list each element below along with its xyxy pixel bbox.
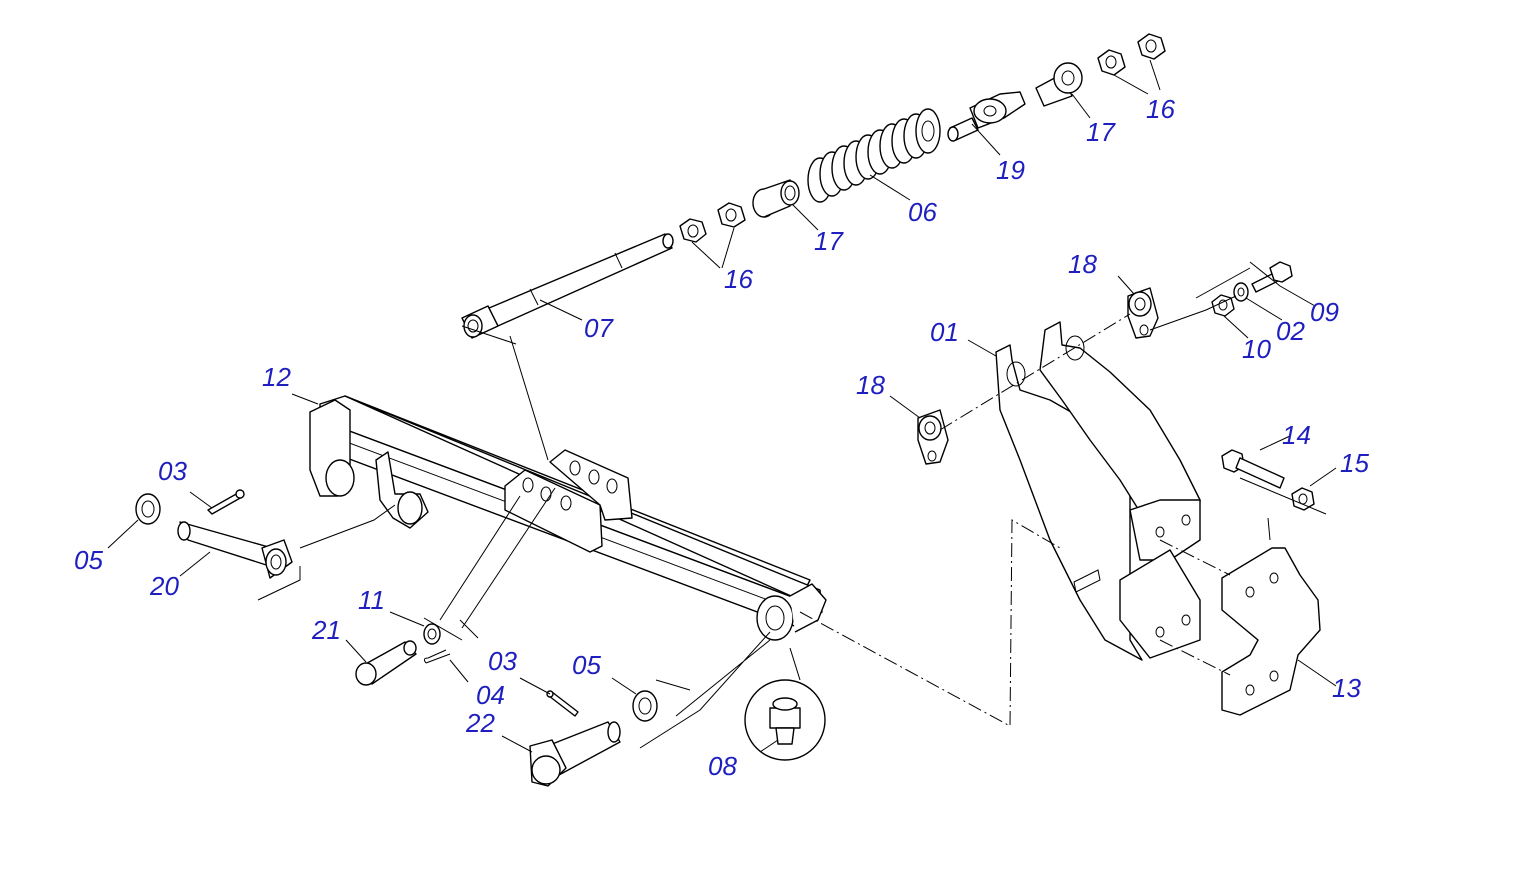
part-14-bolt bbox=[1221, 449, 1285, 489]
part-09-bolt bbox=[1251, 261, 1293, 293]
part-20-pin bbox=[177, 521, 293, 579]
part-12-beam bbox=[309, 395, 827, 641]
callout-20: 20 bbox=[149, 571, 179, 601]
callout-01: 01 bbox=[930, 317, 959, 347]
callout-18-left: 18 bbox=[856, 370, 885, 400]
part-05-washer-bottom bbox=[632, 690, 658, 722]
part-11-washer bbox=[423, 623, 441, 645]
callout-17-top: 17 bbox=[1086, 117, 1116, 147]
part-02-washer bbox=[1233, 282, 1249, 302]
callout-19: 19 bbox=[996, 155, 1025, 185]
part-17-bushing-top bbox=[1035, 62, 1083, 107]
part-03-cotter-pin-left bbox=[207, 489, 245, 515]
part-05-washer-left bbox=[135, 493, 161, 525]
part-15-nut bbox=[1291, 487, 1315, 511]
callout-08: 08 bbox=[708, 751, 737, 781]
part-08-grease-fitting-detail bbox=[744, 679, 826, 761]
callout-09: 09 bbox=[1310, 297, 1339, 327]
callout-17-mid: 17 bbox=[814, 226, 844, 256]
callout-03-bottom: 03 bbox=[488, 646, 517, 676]
callout-04: 04 bbox=[476, 680, 505, 710]
tension-rod-assembly bbox=[461, 33, 1166, 339]
part-18-flange-bushing-left bbox=[917, 409, 949, 465]
part-16-nuts-top bbox=[1097, 33, 1166, 76]
part-06-spring bbox=[807, 108, 941, 203]
callout-06: 06 bbox=[908, 197, 937, 227]
part-19-clevis bbox=[947, 91, 1026, 142]
callout-10: 10 bbox=[1242, 334, 1271, 364]
callout-21: 21 bbox=[311, 615, 341, 645]
callout-13: 13 bbox=[1332, 673, 1361, 703]
part-18-flange-bushing-top bbox=[1127, 287, 1159, 339]
assembly-center-lines bbox=[799, 313, 1231, 727]
callout-07: 07 bbox=[584, 313, 614, 343]
part-07-rod bbox=[461, 233, 674, 339]
callout-16-mid: 16 bbox=[724, 264, 753, 294]
callout-12: 12 bbox=[262, 362, 291, 392]
leader-lines bbox=[107, 59, 1337, 753]
part-01-bracket bbox=[995, 321, 1201, 661]
part-13-bracket bbox=[1221, 547, 1321, 716]
part-17-bushing-mid bbox=[752, 179, 800, 218]
callout-05-left: 05 bbox=[74, 545, 103, 575]
part-21-pin bbox=[355, 640, 417, 686]
callout-03-left: 03 bbox=[158, 456, 187, 486]
callout-22: 22 bbox=[465, 708, 495, 738]
callout-05-bottom: 05 bbox=[572, 650, 601, 680]
callout-14: 14 bbox=[1282, 420, 1311, 450]
callout-11: 11 bbox=[358, 585, 385, 615]
part-10-nut bbox=[1211, 294, 1235, 317]
part-22-pin bbox=[529, 721, 621, 787]
callout-02: 02 bbox=[1276, 316, 1305, 346]
callout-16-top: 16 bbox=[1146, 94, 1175, 124]
part-03-cotter-pin-bottom bbox=[546, 690, 579, 717]
callout-labels: 16 17 19 06 17 16 07 18 09 02 10 01 18 1… bbox=[74, 94, 1369, 781]
callout-18-top: 18 bbox=[1068, 249, 1097, 279]
callout-15: 15 bbox=[1340, 448, 1369, 478]
part-16-nuts-mid bbox=[679, 202, 746, 243]
part-04-clip bbox=[423, 649, 451, 664]
